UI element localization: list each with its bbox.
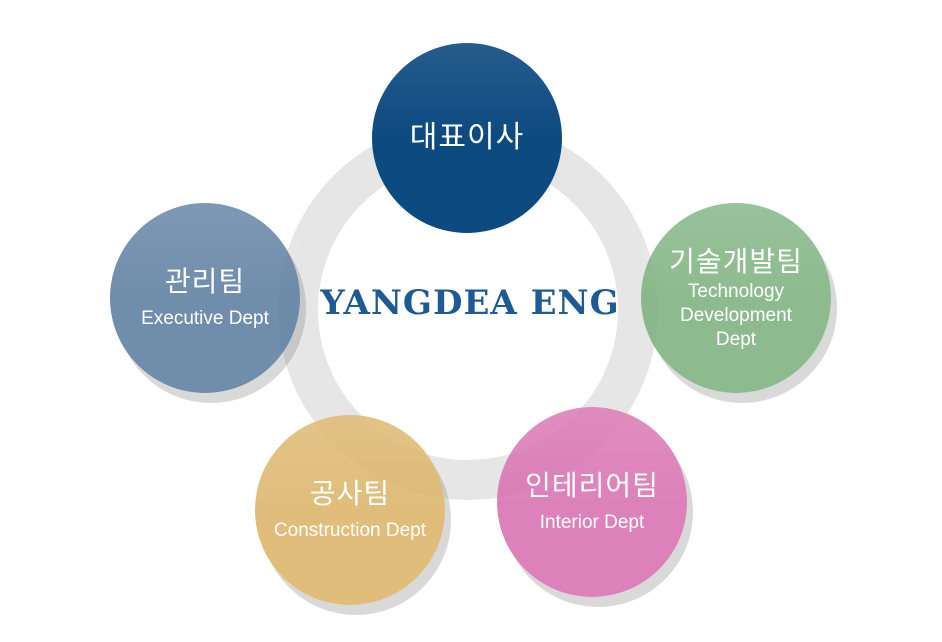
node-interior-sublabel: Interior Dept — [539, 511, 645, 533]
node-technology-label: 기술개발팀 — [669, 244, 803, 278]
node-technology: 기술개발팀 Technology Development Dept — [641, 203, 831, 393]
node-executive-sublabel: Executive Dept — [141, 307, 269, 329]
node-executive: 관리팀 Executive Dept — [110, 203, 300, 393]
node-construction-label: 공사팀 — [309, 477, 391, 511]
node-interior-label: 인테리어팀 — [525, 469, 659, 503]
node-ceo-label: 대표이사 — [409, 120, 525, 155]
node-technology-sublabel: Technology Development Dept — [680, 281, 792, 350]
node-construction-sublabel: Construction Dept — [273, 519, 427, 541]
node-ceo: 대표이사 — [372, 43, 562, 233]
node-construction: 공사팀 Construction Dept — [255, 415, 445, 605]
company-title: YANGDEA ENG — [320, 283, 620, 323]
node-executive-label: 관리팀 — [164, 265, 246, 299]
node-interior: 인테리어팀 Interior Dept — [497, 407, 687, 597]
